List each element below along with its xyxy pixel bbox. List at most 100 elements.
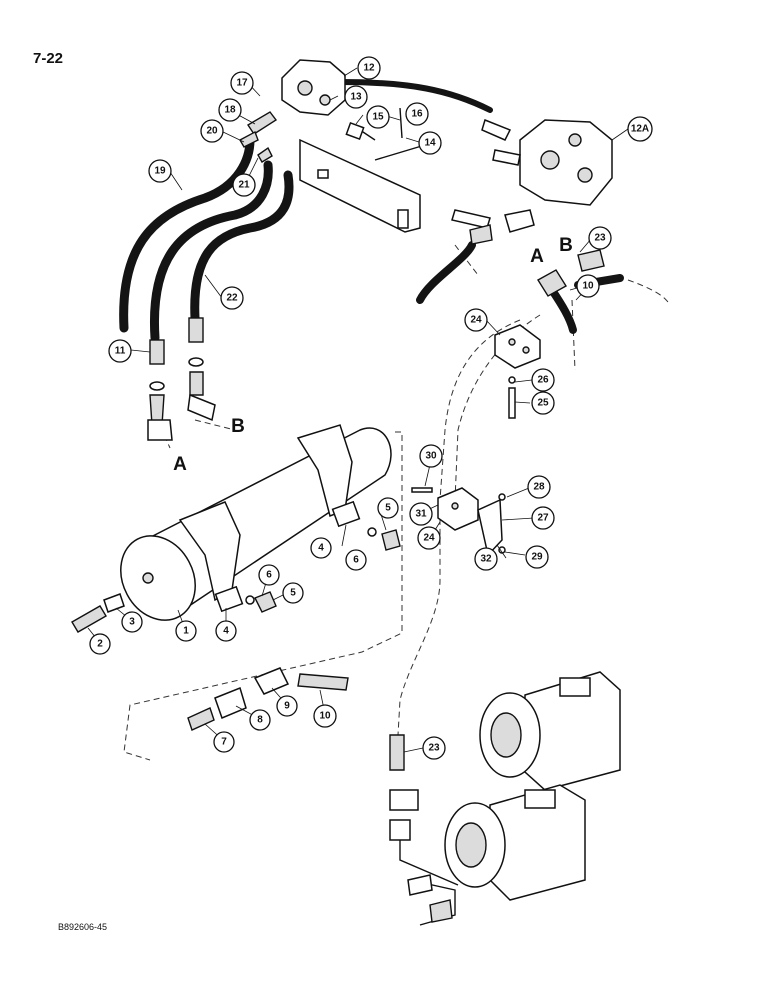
callout-2: 2 bbox=[89, 633, 111, 655]
callout-19: 19 bbox=[148, 159, 172, 183]
svg-text:8: 8 bbox=[257, 715, 263, 726]
svg-text:17: 17 bbox=[236, 78, 248, 89]
callout-9: 9 bbox=[276, 695, 298, 717]
callout-6: 6 bbox=[345, 549, 367, 571]
callout-32: 32 bbox=[474, 547, 498, 571]
right-fittings bbox=[537, 249, 605, 297]
callout-24: 24 bbox=[417, 526, 441, 550]
relay-valve-12a bbox=[451, 118, 613, 245]
callout-4: 4 bbox=[215, 620, 237, 642]
tank-drain-fittings bbox=[71, 593, 125, 633]
svg-text:29: 29 bbox=[531, 552, 543, 563]
callout-24: 24 bbox=[464, 308, 488, 332]
svg-text:16: 16 bbox=[411, 109, 423, 120]
callout-25: 25 bbox=[531, 391, 555, 415]
svg-text:23: 23 bbox=[594, 233, 606, 244]
svg-text:12A: 12A bbox=[631, 124, 649, 135]
callout-28: 28 bbox=[527, 475, 551, 499]
svg-text:2: 2 bbox=[97, 639, 103, 650]
callout-6: 6 bbox=[258, 564, 280, 586]
callout-10: 10 bbox=[576, 274, 600, 298]
callout-27: 27 bbox=[531, 506, 555, 530]
svg-text:24: 24 bbox=[423, 533, 435, 544]
callout-29: 29 bbox=[525, 545, 549, 569]
page-number: 7-22 bbox=[33, 50, 64, 67]
svg-text:5: 5 bbox=[385, 503, 391, 514]
svg-text:32: 32 bbox=[480, 554, 492, 565]
callout-10: 10 bbox=[313, 704, 337, 728]
svg-text:9: 9 bbox=[284, 701, 290, 712]
manifold-block-upper bbox=[494, 324, 541, 419]
svg-text:18: 18 bbox=[224, 105, 236, 116]
svg-text:12: 12 bbox=[363, 63, 375, 74]
callout-4: 4 bbox=[310, 537, 332, 559]
svg-text:23: 23 bbox=[428, 743, 440, 754]
callout-17: 17 bbox=[230, 71, 254, 95]
callout-14: 14 bbox=[418, 131, 442, 155]
callout-30: 30 bbox=[419, 444, 443, 468]
callout-1: 1 bbox=[175, 620, 197, 642]
callout-18: 18 bbox=[218, 98, 242, 122]
svg-text:3: 3 bbox=[129, 617, 135, 628]
svg-text:13: 13 bbox=[350, 92, 362, 103]
callouts: 1 2 3 4 4 5 5 6 6 7 8 9 10 10 11 12 12A … bbox=[89, 56, 653, 760]
callout-12a: 12A bbox=[627, 116, 653, 142]
connection-markers: A B A B bbox=[173, 235, 573, 475]
svg-text:15: 15 bbox=[372, 112, 384, 123]
figure-code: B892606-45 bbox=[58, 922, 108, 932]
brake-line-tubing bbox=[389, 734, 459, 926]
svg-text:4: 4 bbox=[223, 626, 229, 637]
callout-12: 12 bbox=[357, 56, 381, 80]
svg-text:25: 25 bbox=[537, 398, 549, 409]
conn-a-left: A bbox=[173, 454, 187, 475]
svg-text:4: 4 bbox=[318, 543, 324, 554]
svg-text:27: 27 bbox=[537, 513, 549, 524]
svg-text:11: 11 bbox=[115, 346, 126, 357]
svg-text:26: 26 bbox=[537, 375, 549, 386]
svg-text:22: 22 bbox=[226, 293, 238, 304]
svg-text:14: 14 bbox=[424, 138, 436, 149]
svg-text:10: 10 bbox=[582, 281, 594, 292]
callout-3: 3 bbox=[121, 611, 143, 633]
callout-23: 23 bbox=[588, 226, 612, 250]
svg-text:7: 7 bbox=[221, 737, 227, 748]
svg-text:10: 10 bbox=[319, 711, 331, 722]
conn-b-left: B bbox=[231, 416, 245, 437]
hose-group bbox=[119, 79, 624, 343]
conn-b-right: B bbox=[559, 235, 573, 256]
svg-text:21: 21 bbox=[238, 180, 250, 191]
callout-5: 5 bbox=[377, 497, 399, 519]
manifold-block-lower bbox=[411, 487, 506, 557]
lower-fittings bbox=[187, 667, 349, 731]
svg-text:20: 20 bbox=[206, 126, 218, 137]
callout-26: 26 bbox=[531, 368, 555, 392]
svg-text:6: 6 bbox=[266, 570, 272, 581]
conn-a-right: A bbox=[530, 246, 544, 267]
callout-13: 13 bbox=[344, 85, 368, 109]
callout-21: 21 bbox=[232, 173, 256, 197]
callout-11: 11 bbox=[108, 339, 132, 363]
callout-15: 15 bbox=[366, 105, 390, 129]
svg-text:28: 28 bbox=[533, 482, 545, 493]
callout-7: 7 bbox=[213, 731, 235, 753]
callout-31: 31 bbox=[409, 502, 433, 526]
svg-text:31: 31 bbox=[415, 509, 427, 520]
svg-text:19: 19 bbox=[154, 166, 166, 177]
svg-text:6: 6 bbox=[353, 555, 359, 566]
svg-text:30: 30 bbox=[425, 451, 437, 462]
callout-8: 8 bbox=[249, 709, 271, 731]
callout-5: 5 bbox=[282, 582, 304, 604]
relay-valve-12 bbox=[239, 59, 426, 233]
brake-chambers bbox=[444, 671, 621, 901]
callout-23: 23 bbox=[422, 736, 446, 760]
air-tank bbox=[120, 424, 401, 621]
callout-20: 20 bbox=[200, 119, 224, 143]
callout-22: 22 bbox=[220, 286, 244, 310]
svg-text:1: 1 bbox=[183, 626, 189, 637]
svg-text:24: 24 bbox=[470, 315, 482, 326]
callout-16: 16 bbox=[405, 102, 429, 126]
left-fittings bbox=[147, 317, 216, 441]
svg-text:5: 5 bbox=[290, 588, 296, 599]
